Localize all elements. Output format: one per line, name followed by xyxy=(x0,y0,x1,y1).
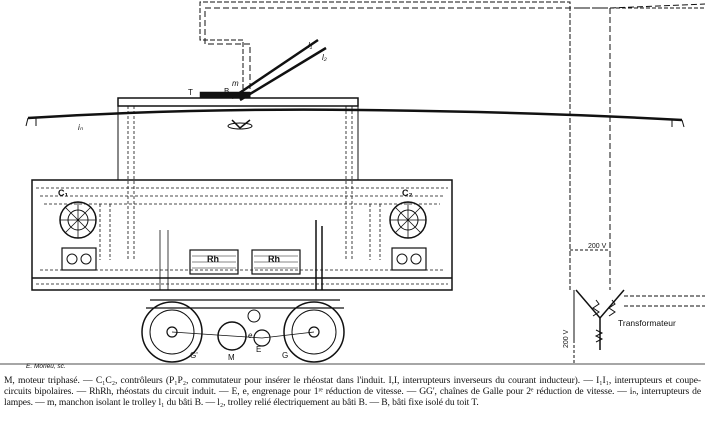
label-l1: l₁ xyxy=(308,41,313,50)
label-transformer: Transformateur xyxy=(618,318,676,328)
figure-caption: M, moteur triphasé. — C₁C₂, contrôleurs … xyxy=(4,375,701,419)
label-voltage-side: 200 V xyxy=(563,329,570,348)
roof xyxy=(25,91,685,130)
label-voltage-top: 200 V xyxy=(588,243,607,250)
label-rh-right: Rh xyxy=(268,254,280,264)
engraver-signature: E. Morieu, sc. xyxy=(26,363,66,370)
controller-c1 xyxy=(59,201,97,271)
label-m-motor: M xyxy=(228,353,235,362)
tramway-diagram: l₁ l₂ m T B iₙ xyxy=(0,1,705,370)
label-e-small: e xyxy=(248,331,253,340)
label-in: iₙ xyxy=(78,123,84,132)
overhead-lines xyxy=(199,1,705,290)
label-t: T xyxy=(188,88,193,97)
controller-c2 xyxy=(389,201,427,271)
label-m: m xyxy=(232,79,239,88)
rheostats xyxy=(189,249,301,275)
label-rh-left: Rh xyxy=(207,254,219,264)
caption-line-1: M, moteur triphasé. — C₁C₂, contrôleurs … xyxy=(4,375,593,386)
caption-line-4: au bâti B. — B, bâti fixe isolé du toit … xyxy=(331,397,479,408)
label-g: G xyxy=(282,351,288,360)
transformer xyxy=(573,289,705,350)
bogie xyxy=(141,299,345,363)
trolley-poles xyxy=(231,38,327,102)
label-b: B xyxy=(224,87,229,96)
label-e: E xyxy=(256,345,261,354)
label-c2: C₂ xyxy=(402,188,413,198)
ground-line xyxy=(0,340,705,365)
label-c1: C₁ xyxy=(58,188,68,198)
caption-line-2: I₁I₁, interrupteurs et coupe-circuits bi… xyxy=(4,375,701,397)
caption-line-3: de Galle pour 2ᵉ réduction de vitesse. —… xyxy=(4,386,701,408)
car-body xyxy=(31,105,453,291)
label-l2: l₂ xyxy=(322,53,327,62)
label-g-prime: G' xyxy=(190,351,198,360)
